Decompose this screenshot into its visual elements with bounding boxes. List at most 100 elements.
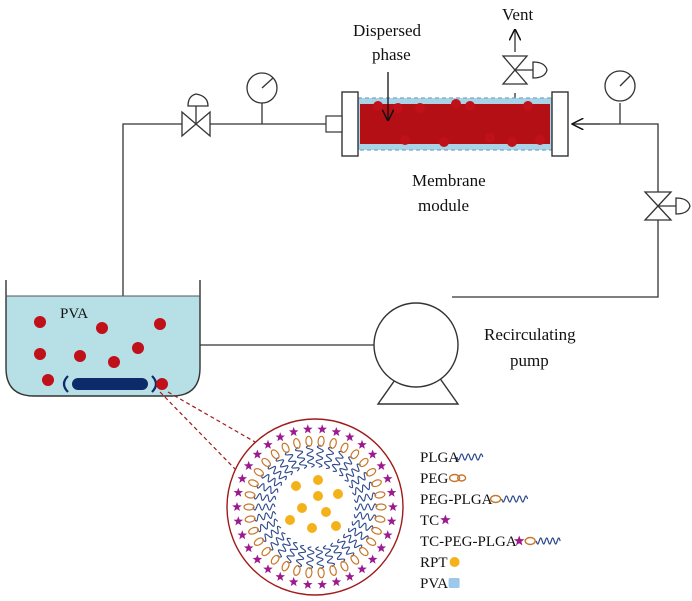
pva-tank (5, 280, 201, 397)
tc-star-icon (388, 502, 398, 511)
nanoparticle-border (226, 418, 404, 596)
peg-loop-icon (261, 546, 272, 557)
peg-loop-icon (375, 503, 387, 511)
peg-loop-icon (340, 560, 349, 572)
tc-star-icon (263, 564, 273, 574)
droplet (507, 137, 517, 147)
peg-loop-icon (371, 526, 382, 535)
plga-coil-icon (305, 444, 315, 468)
tc-star-icon (303, 424, 313, 434)
pva-square-icon (448, 578, 460, 588)
plga-coil-icon (343, 533, 363, 549)
plga-coil-icon (275, 457, 294, 476)
droplet (154, 318, 166, 330)
droplet (74, 350, 86, 362)
tc-star-icon (303, 579, 313, 589)
peg-loop-icon (317, 435, 325, 447)
rpt-dot-icon (313, 491, 323, 501)
peg-loop-icon (244, 491, 256, 499)
droplet (439, 137, 449, 147)
droplet (132, 342, 144, 354)
tc-star-icon (383, 473, 393, 483)
peg-plga-icon (489, 494, 529, 504)
tc-star-icon (345, 571, 355, 581)
rpt-dot-icon (307, 523, 317, 533)
membrane-module (325, 72, 569, 157)
rpt-dot-icon (297, 503, 307, 513)
tc-peg-plga-icon (514, 535, 561, 546)
plga-coil-icon (348, 527, 369, 541)
tc-star-icon (237, 530, 247, 540)
plga-coil-icon (351, 481, 374, 496)
plga-coil-icon (351, 519, 374, 532)
valve-right-icon (643, 191, 691, 221)
label-pva-tank: PVA (60, 306, 88, 322)
tc-star-icon (263, 439, 273, 449)
peg-loop-icon (244, 515, 256, 523)
droplet (535, 135, 545, 145)
peg-loop-icon (329, 438, 337, 449)
legend-label: TC (420, 513, 439, 529)
rpt-dot-icon (321, 507, 331, 517)
plga-coil-icon (252, 503, 276, 511)
module-flange-left (341, 91, 359, 157)
peg-loop-icon (253, 537, 265, 546)
tc-star-icon (237, 473, 247, 483)
peg-loop-icon (261, 457, 272, 468)
recirculating-pump-icon (373, 302, 460, 405)
plga-coil-icon (354, 503, 378, 511)
tc-star-icon (345, 432, 355, 442)
tank-liquid (6, 296, 200, 396)
pressure-gauge-left-icon (246, 72, 278, 124)
tc-star-icon (317, 579, 327, 589)
nanoparticle-core (285, 475, 343, 533)
tc-star-icon (288, 577, 299, 587)
tc-star-icon (233, 487, 244, 497)
valve-vent-icon (501, 55, 548, 85)
rpt-dot-icon (291, 481, 301, 491)
stir-bar-icon (72, 378, 148, 390)
peg-loop-icon (270, 449, 280, 460)
legend-label: PEG-PLGA (420, 492, 493, 508)
plga-coil-icon (267, 465, 287, 481)
peg-loop-icon (293, 565, 301, 576)
plga-coil-icon (253, 510, 277, 522)
plga-coil-icon (253, 493, 277, 503)
peg-loop-icon (329, 565, 337, 576)
label-vent: Vent (502, 5, 533, 24)
tc-star-icon (367, 554, 378, 564)
legend-label: TC-PEG-PLGA (420, 534, 517, 550)
zoom-target-drop (156, 378, 168, 390)
legend-label: RPT (420, 555, 448, 571)
plga-coil-icon (331, 450, 344, 472)
peg-loop-icon (305, 435, 313, 447)
plga-coil-icon (286, 542, 299, 564)
peg-loop-icon (374, 491, 386, 499)
peg-loop-icon (365, 537, 377, 546)
plga-coil-icon (256, 482, 279, 495)
droplet (485, 133, 495, 143)
plga-coil-icon (315, 546, 325, 570)
tc-star-icon (288, 427, 299, 436)
legend-label: PEG (420, 471, 449, 487)
peg-loop-icon (293, 438, 301, 449)
plga-coil-icon (336, 538, 355, 557)
plga-coil-icon (344, 463, 362, 482)
plga-coil-icon (284, 451, 300, 472)
droplet (465, 101, 475, 111)
droplet (451, 99, 461, 109)
tc-star-icon (233, 516, 244, 526)
plga-coil-icon (330, 542, 346, 563)
tank-walls (5, 280, 201, 397)
tc-star-icon (252, 449, 263, 459)
plga-coil-icon (277, 537, 292, 558)
rpt-dot-icon (313, 475, 323, 485)
droplet (415, 103, 425, 113)
peg-loop-icon (358, 457, 369, 468)
tc-star-icon (386, 487, 397, 497)
plga-coil-icon (456, 453, 484, 461)
peg-loop-icon (281, 560, 290, 572)
peg-loop-icon (317, 567, 325, 579)
